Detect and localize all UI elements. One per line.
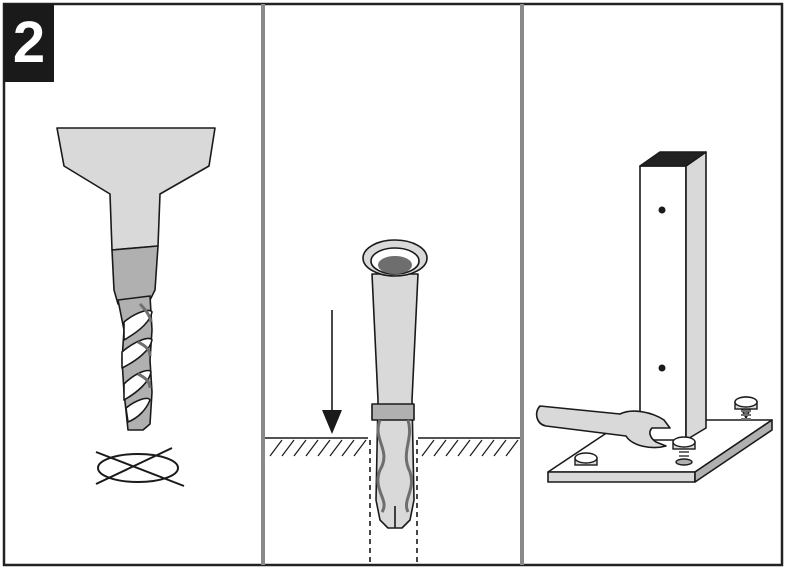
panel-post [535, 151, 773, 483]
anchor-bolt-front-left [574, 452, 598, 466]
insert-arrow-down-icon [322, 310, 342, 434]
panel-divider-left [261, 4, 265, 565]
crossed-out-hole-icon [95, 447, 185, 487]
anchor-bolt-back-right [734, 396, 758, 420]
wall-plug-dowel-icon [362, 239, 428, 529]
panel-drill [56, 127, 216, 487]
drilled-hole [369, 440, 418, 565]
ground-surface [265, 437, 520, 457]
panel-dowel [265, 239, 520, 565]
hammer-drill-bit-icon [56, 127, 216, 431]
step-number-badge: 2 [4, 4, 54, 82]
anchor-bolt-front-right [672, 436, 696, 466]
wrench-icon [535, 405, 671, 449]
post-base-plate-icon [639, 151, 707, 441]
panel-divider-right [520, 4, 524, 565]
